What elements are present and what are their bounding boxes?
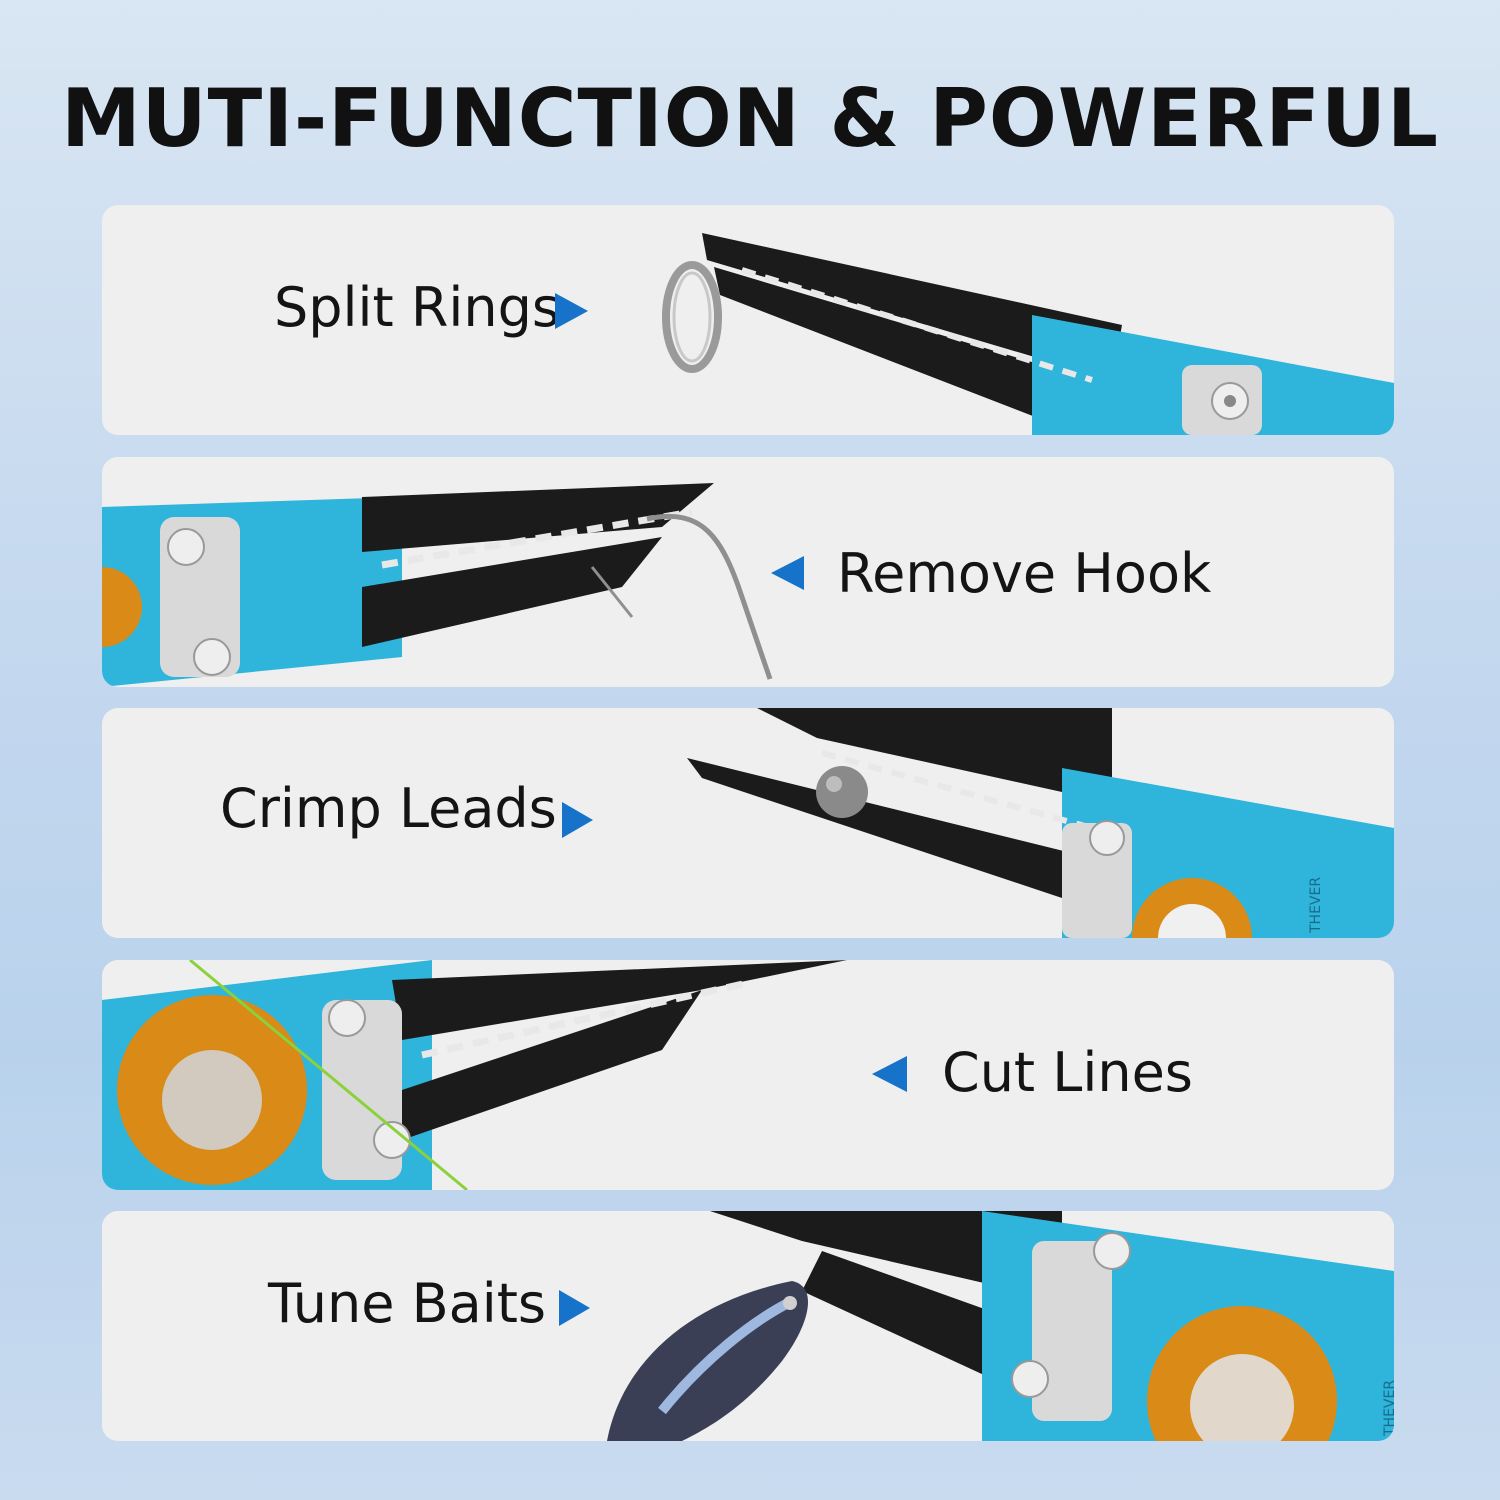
pivot-gold bbox=[102, 567, 142, 647]
feature-label-cut-lines: Cut Lines bbox=[942, 1041, 1193, 1104]
pivot-gold-center bbox=[1158, 904, 1226, 938]
plier-handle bbox=[1062, 768, 1394, 938]
fish-hook-prop bbox=[646, 513, 773, 680]
jaw-serration bbox=[741, 267, 1093, 383]
split-ring-prop-inner bbox=[672, 271, 712, 363]
plier-illustration-crimp-leads: THEVER bbox=[562, 708, 1394, 938]
feature-panel-crimp-leads: Crimp Leads THEVER bbox=[102, 708, 1394, 938]
arrow-right-icon bbox=[559, 1290, 590, 1326]
plier-handle bbox=[102, 497, 402, 687]
pivot-screw-center bbox=[1224, 395, 1236, 407]
arrow-right-icon bbox=[562, 802, 593, 838]
feature-label-crimp-leads: Crimp Leads bbox=[220, 777, 557, 840]
brand-mark: THEVER bbox=[1382, 1380, 1394, 1437]
pivot-gold-center bbox=[162, 1050, 262, 1150]
fishing-lure-scales bbox=[658, 1296, 795, 1415]
plier-upper-jaw bbox=[710, 1211, 1062, 1301]
pivot-screw bbox=[328, 999, 366, 1037]
steel-plate bbox=[1032, 1241, 1112, 1421]
lead-sinker-shine bbox=[826, 776, 842, 792]
split-ring-prop bbox=[662, 261, 722, 373]
pivot-screw bbox=[1093, 1232, 1131, 1270]
plier-illustration-remove-hook bbox=[102, 483, 804, 687]
fishing-lure-eye bbox=[783, 1296, 797, 1310]
plier-lower-jaw bbox=[402, 990, 702, 1140]
pivot-screw bbox=[1089, 820, 1125, 856]
brand-mark: THEVER bbox=[1308, 877, 1324, 934]
arrow-left-icon bbox=[872, 1056, 907, 1092]
pivot-screw bbox=[193, 638, 231, 676]
plier-illustration-tune-baits: THEVER bbox=[559, 1211, 1394, 1441]
feature-label-split-rings: Split Rings bbox=[274, 276, 561, 339]
plier-lower-jaw bbox=[362, 537, 662, 647]
fishing-line-prop bbox=[189, 960, 468, 1190]
arrow-right-icon bbox=[555, 293, 588, 329]
plier-illustration-cut-lines bbox=[102, 960, 907, 1190]
arrow-left-icon bbox=[771, 556, 804, 590]
feature-label-remove-hook: Remove Hook bbox=[837, 542, 1212, 605]
pivot-gold-center bbox=[1190, 1354, 1294, 1441]
pivot-screw bbox=[167, 528, 205, 566]
plier-lower-jaw bbox=[687, 758, 1092, 908]
pivot-screw bbox=[373, 1121, 411, 1159]
lead-sinker-prop bbox=[816, 766, 868, 818]
headline: MUTI-FUNCTION & POWERFUL bbox=[61, 72, 1439, 165]
feature-panel-split-rings: Split Rings bbox=[102, 205, 1394, 435]
fish-hook-barb bbox=[590, 566, 634, 618]
plier-illustration-split-rings bbox=[555, 233, 1394, 435]
plier-upper-jaw bbox=[757, 708, 1112, 803]
plier-lower-jaw bbox=[714, 267, 1102, 435]
plier-upper-jaw bbox=[392, 960, 847, 1040]
feature-label-tune-baits: Tune Baits bbox=[268, 1272, 547, 1335]
pivot-screw bbox=[1011, 1360, 1049, 1398]
feature-panel-cut-lines: Cut Lines bbox=[102, 960, 1394, 1190]
plier-upper-jaw bbox=[702, 233, 1122, 380]
feature-panel-tune-baits: Tune Baits THEVER bbox=[102, 1211, 1394, 1441]
plier-upper-jaw bbox=[362, 483, 714, 552]
feature-panel-remove-hook: Remove Hook bbox=[102, 457, 1394, 687]
